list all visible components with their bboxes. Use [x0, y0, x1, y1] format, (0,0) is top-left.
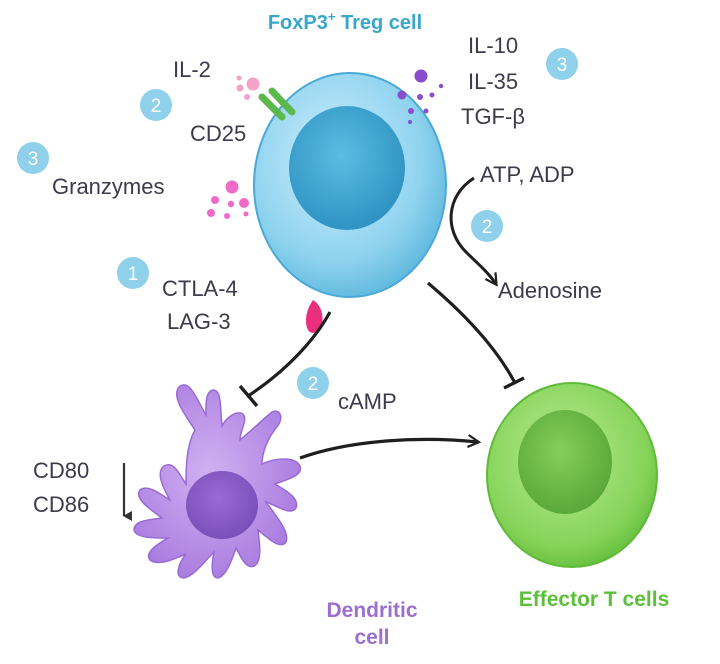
lag3-label: LAG-3 [167, 309, 231, 334]
treg-inhibits-effector-arrow [426, 281, 525, 390]
badge-adenosine: 2 [471, 210, 503, 242]
il2-molecule-icon [236, 75, 260, 100]
badge-il2: 2 [140, 89, 172, 121]
ctla4-label: CTLA-4 [162, 276, 238, 301]
il10-label: IL-10 [468, 33, 518, 58]
svg-text:2: 2 [482, 217, 493, 238]
cd25-receptor-icon [258, 87, 296, 121]
badge-camp: 2 [297, 367, 329, 399]
cd86-label: CD86 [33, 492, 89, 517]
badge-granzymes: 3 [17, 142, 49, 174]
camp-label: cAMP [338, 389, 397, 414]
il2-label: IL-2 [173, 57, 211, 82]
granzyme-granule-icon [207, 180, 249, 219]
dendritic-cell-title-line2: cell [354, 626, 389, 649]
adenosine-label: Adenosine [498, 278, 602, 303]
il35-label: IL-35 [468, 69, 518, 94]
cd80-label: CD80 [33, 458, 89, 483]
svg-text:1: 1 [128, 264, 139, 285]
svg-text:2: 2 [308, 374, 319, 395]
dc-activates-effector-arrow [299, 439, 478, 460]
treg-inhibits-dc-arrow [238, 311, 332, 408]
treg-cell-title: FoxP3+ Treg cell [268, 9, 422, 34]
ctla4-receptor-icon [305, 300, 323, 333]
badge-cytokines: 3 [546, 48, 578, 80]
dendritic-cell-title-line1: Dendritic [326, 599, 417, 622]
cytokine-secretion-icon [397, 69, 444, 124]
atp-adp-label: ATP, ADP [480, 162, 575, 187]
svg-text:3: 3 [28, 149, 39, 170]
svg-text:3: 3 [557, 55, 568, 76]
treg-cell-icon [253, 72, 447, 298]
dendritic-cell-icon [133, 384, 302, 579]
cd25-label: CD25 [190, 121, 246, 146]
atp-to-adenosine-arrow [449, 176, 496, 284]
granzymes-label: Granzymes [52, 174, 164, 199]
svg-text:2: 2 [151, 96, 162, 117]
tgfb-label: TGF-β [461, 104, 525, 129]
badge-ctla4: 1 [117, 257, 149, 289]
effector-cell-title: Effector T cells [519, 588, 670, 611]
effector-cell-icon [486, 382, 658, 568]
